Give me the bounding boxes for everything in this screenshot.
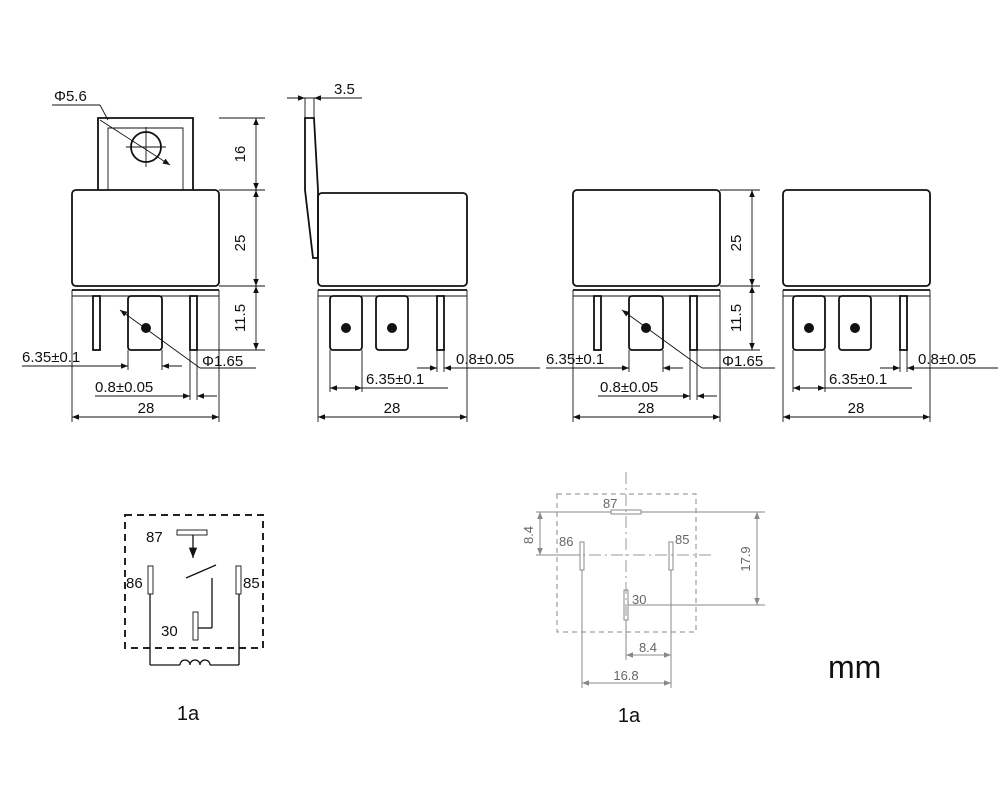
footprint-caption: 1a xyxy=(618,705,641,727)
switch-arm xyxy=(185,564,217,579)
schematic-outline xyxy=(124,514,264,649)
mounting-bracket xyxy=(97,117,194,190)
schematic-label-85: 85 xyxy=(243,575,260,592)
pin-side-1 xyxy=(329,295,363,351)
schematic-label-30: 30 xyxy=(161,623,178,640)
pin-3-center xyxy=(628,295,664,351)
pin-4-2 xyxy=(838,295,872,351)
fp-label-30: 30 xyxy=(632,592,646,607)
dim-pin-length: 11.5 xyxy=(232,304,249,332)
contact-87 xyxy=(176,529,208,536)
view-side-bracket: 3.5 6.35±0.1 0.8±0.05 28 xyxy=(287,81,540,422)
fp-dim-h-total: 16.8 xyxy=(613,668,638,683)
view-side-plain: 6.35±0.1 0.8±0.05 28 xyxy=(782,189,998,422)
contact-85 xyxy=(235,565,242,595)
dim-pin-hole-dia: Φ1.65 xyxy=(202,353,243,370)
dim-pin-thickness-2: 0.8±0.05 xyxy=(456,351,514,368)
dim-body-height: 25 xyxy=(232,235,249,252)
contact-30 xyxy=(192,611,199,641)
dim-body-height-3: 25 xyxy=(728,235,745,252)
pin-3-left xyxy=(593,295,602,351)
relay-body xyxy=(71,189,220,287)
schematic-caption: 1a xyxy=(177,703,200,725)
dim-pin-hole-dia-3: Φ1.65 xyxy=(722,353,763,370)
dim-bracket-height: 16 xyxy=(232,146,249,163)
contact-86 xyxy=(147,565,154,595)
dim-terminal-width: 6.35±0.1 xyxy=(22,349,80,366)
relay-schematic: 87 86 85 30 1a xyxy=(124,514,264,725)
fp-label-86: 86 xyxy=(559,534,573,549)
dim-terminal-width-3: 6.35±0.1 xyxy=(546,351,604,368)
schematic-label-86: 86 xyxy=(126,575,143,592)
pcb-footprint: 87 86 85 30 8.4 17.9 8.4 16.8 1a xyxy=(521,472,765,727)
side-bracket xyxy=(304,117,319,259)
pin-side-2 xyxy=(375,295,409,351)
dim-pin-thickness-4: 0.8±0.05 xyxy=(918,351,976,368)
pin-side-3 xyxy=(436,295,445,351)
coil-icon xyxy=(179,659,211,666)
fp-pin-86 xyxy=(579,541,585,571)
pin-center xyxy=(127,295,163,351)
pin-3-right xyxy=(689,295,698,351)
view-front-bracket: Φ5.6 16 25 11.5 Φ1.65 6.35±0.1 xyxy=(22,88,265,422)
fp-dim-h-small: 8.4 xyxy=(639,640,657,655)
fp-pin-85 xyxy=(668,541,674,571)
pin-left xyxy=(92,295,101,351)
dim-pin-length-3: 11.5 xyxy=(728,304,745,332)
fp-dim-v-total: 17.9 xyxy=(738,546,753,571)
dim-terminal-width-2: 6.35±0.1 xyxy=(366,371,424,388)
dim-body-width: 28 xyxy=(138,400,155,417)
relay-body-4 xyxy=(782,189,931,287)
schematic-label-87: 87 xyxy=(146,529,163,546)
fp-dim-v-small: 8.4 xyxy=(521,526,536,544)
dim-body-width-2: 28 xyxy=(384,400,401,417)
pin-right xyxy=(189,295,198,351)
view-front-plain: 25 11.5 Φ1.65 6.35±0.1 0.8±0.05 28 xyxy=(546,189,775,422)
fp-label-85: 85 xyxy=(675,532,689,547)
dim-terminal-width-4: 6.35±0.1 xyxy=(829,371,887,388)
dim-pin-thickness: 0.8±0.05 xyxy=(95,379,153,396)
pin-4-3 xyxy=(899,295,908,351)
relay-body-3 xyxy=(572,189,721,287)
dim-pin-thickness-3: 0.8±0.05 xyxy=(600,379,658,396)
pin-4-1 xyxy=(792,295,826,351)
relay-body-side xyxy=(317,192,468,287)
dim-hole-dia: Φ5.6 xyxy=(54,88,87,105)
dim-body-width-4: 28 xyxy=(848,400,865,417)
dim-bracket-thickness: 3.5 xyxy=(334,81,355,98)
dim-body-width-3: 28 xyxy=(638,400,655,417)
fp-label-87: 87 xyxy=(603,496,617,511)
unit-label: mm xyxy=(828,649,881,685)
